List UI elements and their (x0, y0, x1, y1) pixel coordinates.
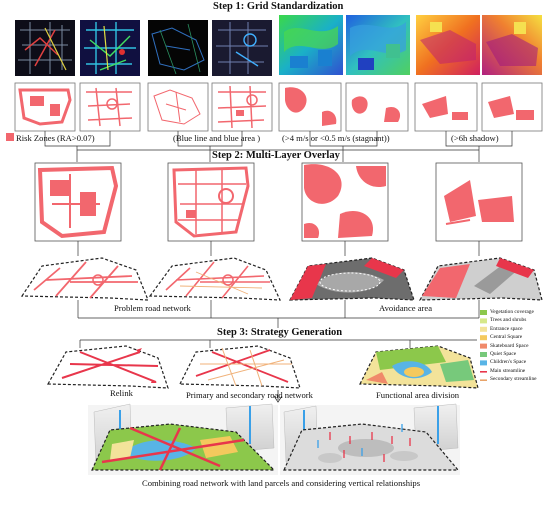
legend-label-1: Trees and shrubs (490, 317, 527, 324)
overlay-maps-row (34, 162, 523, 242)
axon-avoid-1 (288, 257, 415, 301)
criteria-blue-label: (Blue line and blue area ) (173, 133, 261, 143)
map-shadow-2 (482, 15, 542, 75)
legend-swatch-0 (480, 310, 487, 315)
risk-zone-swatch (6, 133, 14, 141)
render-left (88, 403, 278, 475)
avoidance-area-label: Avoidance area (379, 303, 433, 313)
standardized-maps-row (14, 82, 543, 132)
std-map-2 (79, 82, 141, 132)
down-arrow (273, 390, 283, 403)
criteria-shadow-label: (>6h shadow) (451, 133, 499, 143)
strategy-primary-secondary (179, 345, 301, 389)
row3-connectors (77, 241, 480, 256)
legend-swatch-4 (480, 343, 487, 349)
criteria-risk-label: Risk Zones (RA>0.07) (16, 133, 95, 143)
axon-problem-1 (20, 257, 149, 301)
std-map-1 (14, 82, 76, 132)
std-map-8 (481, 82, 543, 132)
strategy-relink (46, 345, 169, 389)
std-map-5 (278, 82, 342, 132)
strategy-row (46, 345, 479, 389)
std-map-4 (211, 82, 273, 132)
legend-swatch-5 (480, 352, 487, 357)
legend-swatch-3 (480, 335, 487, 341)
render-right (280, 403, 460, 475)
overlay-risk (34, 162, 122, 242)
map-blue-dark-2 (212, 20, 272, 76)
map-wind-1 (279, 15, 343, 75)
axon-problem-2 (148, 257, 281, 301)
map-risk-dark-1 (15, 20, 75, 76)
functional-division-label: Functional area division (376, 390, 460, 400)
legend-label-5: Quiet Space (490, 351, 517, 357)
legend-swatches (480, 310, 487, 382)
map-risk-dark-2 (80, 20, 140, 76)
step2-title: Step 2: Multi-Layer Overlay (212, 150, 340, 161)
primary-secondary-label: Primary and secondary road network (186, 390, 313, 400)
overlay-shadow (435, 162, 523, 242)
step1-title: Step 1: Grid Standardization (213, 1, 344, 12)
std-map-7 (414, 82, 478, 132)
legend-label-7: Main streamline (490, 367, 526, 374)
legend-label-2: Entrance space (490, 325, 523, 332)
final-caption: Combining road network with land parcels… (142, 478, 421, 488)
row2-brackets (44, 131, 513, 162)
std-map-3 (147, 82, 209, 132)
legend-label-4: Skateboard Space (490, 342, 529, 349)
legend-swatch-1 (480, 318, 487, 324)
source-maps-row (15, 15, 542, 76)
map-wind-2 (346, 15, 410, 75)
legend-label-6: Children's Space (490, 359, 527, 366)
axon-plans-row (20, 257, 543, 301)
row4-brackets (77, 300, 480, 348)
map-shadow-1 (416, 15, 480, 75)
legend-label-0: Vegetation coverage (490, 309, 534, 315)
overlay-blue (167, 162, 255, 242)
strategy-functional (359, 345, 479, 389)
legend-label-3: Central Square (490, 334, 523, 341)
step3-title: Step 3: Strategy Generation (217, 327, 343, 338)
axon-avoid-2 (418, 257, 543, 301)
legend-swatch-2 (480, 326, 487, 332)
problem-network-label: Problem road network (114, 303, 191, 313)
map-blue-dark-1 (148, 20, 208, 76)
relink-label: Relink (110, 388, 133, 398)
legend-swatch-6 (480, 360, 487, 366)
overlay-wind (301, 162, 389, 242)
legend-label-8: Secondary streamline (490, 376, 537, 383)
std-map-6 (345, 82, 409, 132)
criteria-wind-label: (>4 m/s or <0.5 m/s (stagnant)) (282, 133, 390, 143)
